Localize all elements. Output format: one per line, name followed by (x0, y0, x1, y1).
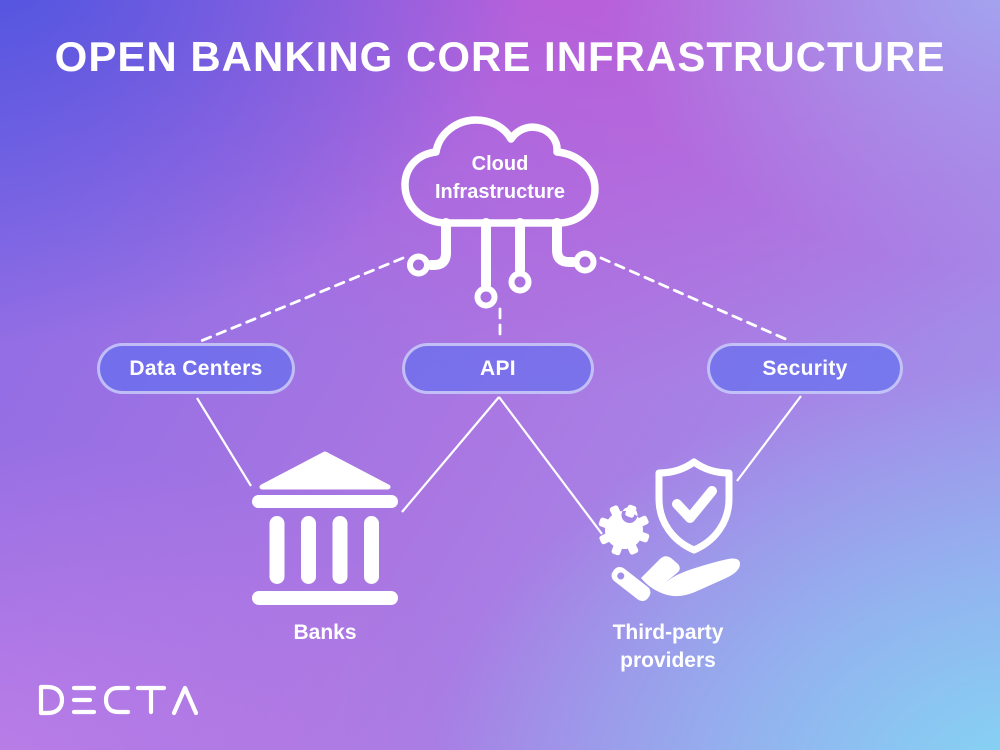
connector-api-to-third-party (498, 396, 603, 535)
bank-column (332, 516, 348, 584)
connector-cloud-to-data-centers (199, 256, 405, 343)
node-pill-data-centers: Data Centers (97, 343, 295, 394)
node-label-api: API (480, 356, 516, 380)
connector-cloud-to-security (599, 256, 792, 343)
cloud-circuit-icon (401, 116, 599, 309)
connector-api-to-banks (401, 396, 500, 513)
tpp-label-line2: providers (620, 649, 716, 672)
check-icon (672, 486, 717, 523)
cloud-label: Cloud Infrastructure (390, 150, 610, 206)
connector-security-to-third-party (736, 395, 802, 482)
connector-data-centers-to-banks (196, 397, 252, 487)
cloud-label-line1: Cloud (471, 153, 529, 175)
node-pill-security: Security (707, 343, 903, 394)
banks-label: Banks (250, 619, 400, 647)
decta-logo (38, 684, 199, 716)
logo-letter-a (171, 685, 199, 716)
bank-column (301, 516, 316, 584)
node-pill-api: API (402, 343, 594, 394)
bank-column (269, 516, 285, 584)
shield-check-gear-hand-icon (598, 458, 740, 602)
logo-letter-e (71, 685, 97, 715)
tpp-label-line1: Third-party (612, 621, 724, 644)
node-label-security: Security (762, 356, 848, 380)
hand-icon (611, 556, 740, 602)
bank-architrave (252, 495, 398, 508)
third-party-providers-label: Third-party providers (578, 619, 758, 675)
bank-icon (252, 451, 398, 605)
logo-letter-c (103, 685, 131, 715)
bank-column (364, 516, 379, 584)
node-label-data-centers: Data Centers (129, 356, 263, 380)
shield-icon (655, 458, 733, 554)
gear-icon (598, 504, 650, 556)
cloud-label-line2: Infrastructure (434, 181, 566, 203)
bank-base (252, 591, 398, 605)
logo-letter-t (135, 685, 167, 715)
bank-roof (259, 451, 391, 490)
logo-letter-d (38, 684, 65, 716)
page-title: OPEN BANKING CORE INFRASTRUCTURE (54, 33, 946, 80)
cloud-outline (401, 116, 599, 227)
banks-label-line1: Banks (293, 621, 357, 644)
